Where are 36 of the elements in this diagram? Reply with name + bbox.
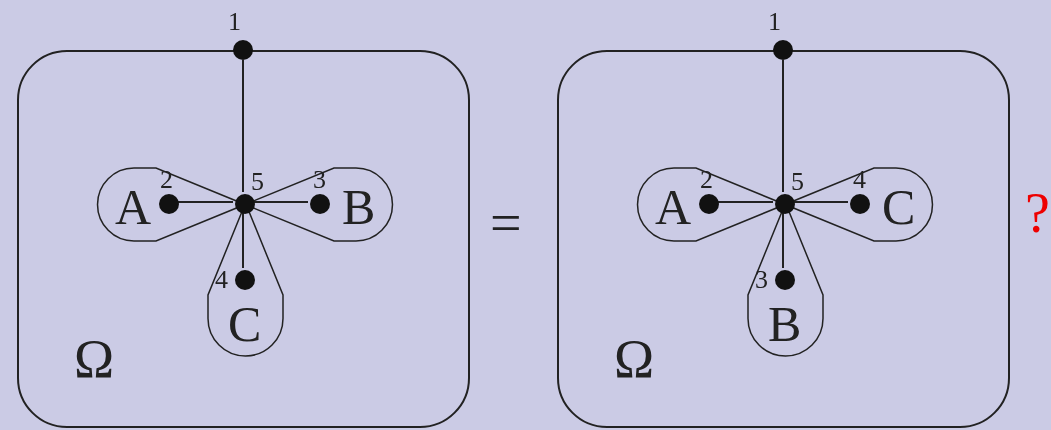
region-box bbox=[557, 50, 1010, 428]
vertex-dot bbox=[775, 270, 795, 290]
set-label: A bbox=[655, 182, 692, 232]
graph-edge bbox=[782, 59, 784, 193]
equals-sign: = bbox=[490, 195, 522, 251]
set-label: B bbox=[768, 299, 802, 349]
vertex-number: 4 bbox=[215, 267, 228, 293]
vertex-dot bbox=[310, 194, 330, 214]
vertex-dot bbox=[235, 270, 255, 290]
vertex-number: 4 bbox=[853, 167, 866, 193]
vertex-number: 2 bbox=[700, 167, 713, 193]
vertex-dot bbox=[159, 194, 179, 214]
vertex-dot bbox=[699, 194, 719, 214]
graph-edge bbox=[782, 211, 784, 269]
graph-edge bbox=[242, 211, 244, 269]
set-label: B bbox=[342, 182, 376, 232]
vertex-dot bbox=[235, 194, 255, 214]
set-label: C bbox=[882, 182, 916, 232]
region-box bbox=[17, 50, 470, 428]
set-label: C bbox=[228, 299, 262, 349]
vertex-dot bbox=[775, 194, 795, 214]
graph-edge bbox=[242, 59, 244, 193]
vertex-dot bbox=[773, 40, 793, 60]
region-label: Ω bbox=[614, 332, 655, 386]
question-mark: ? bbox=[1025, 185, 1050, 241]
vertex-number: 5 bbox=[251, 169, 264, 195]
vertex-number: 5 bbox=[791, 169, 804, 195]
vertex-number: 1 bbox=[768, 9, 781, 35]
vertex-number: 2 bbox=[160, 167, 173, 193]
region-label: Ω bbox=[74, 332, 115, 386]
vertex-number: 3 bbox=[755, 267, 768, 293]
vertex-dot bbox=[850, 194, 870, 214]
vertex-number: 1 bbox=[228, 9, 241, 35]
vertex-number: 3 bbox=[313, 167, 326, 193]
vertex-dot bbox=[233, 40, 253, 60]
set-label: A bbox=[115, 182, 152, 232]
